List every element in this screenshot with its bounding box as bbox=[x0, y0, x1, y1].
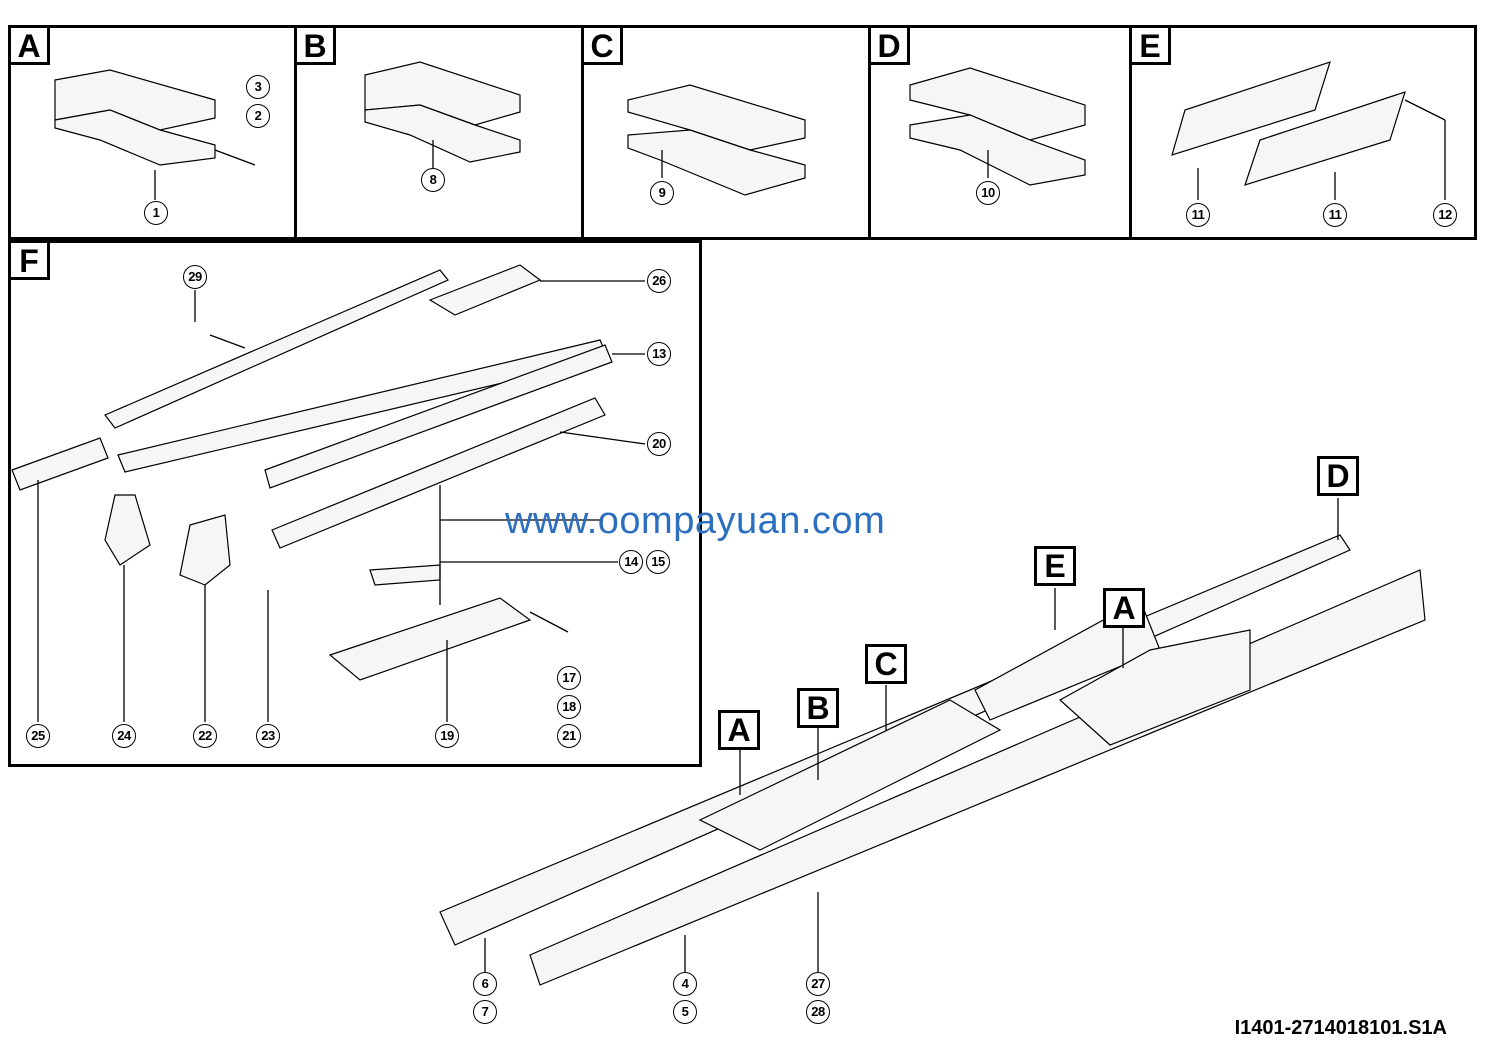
panel-e: E bbox=[1129, 25, 1477, 240]
callout-13[interactable]: 13 bbox=[647, 342, 671, 366]
chassis-tag-c[interactable]: C bbox=[865, 644, 907, 684]
panel-e-label: E bbox=[1129, 25, 1171, 65]
callout-15[interactable]: 15 bbox=[646, 550, 670, 574]
chassis-tag-a1[interactable]: A bbox=[718, 710, 760, 750]
callout-1[interactable]: 1 bbox=[144, 201, 168, 225]
chassis-tag-d[interactable]: D bbox=[1317, 456, 1359, 496]
panel-b-label: B bbox=[294, 25, 336, 65]
callout-20[interactable]: 20 bbox=[647, 432, 671, 456]
callout-17[interactable]: 17 bbox=[557, 666, 581, 690]
drawing-reference: I1401-2714018101.S1A bbox=[1234, 1017, 1447, 1039]
callout-3[interactable]: 3 bbox=[246, 75, 270, 99]
panel-f-label: F bbox=[8, 240, 50, 280]
callout-12[interactable]: 12 bbox=[1433, 203, 1457, 227]
callout-11b[interactable]: 11 bbox=[1323, 203, 1347, 227]
panel-b: B bbox=[294, 25, 584, 240]
callout-9[interactable]: 9 bbox=[650, 181, 674, 205]
callout-11a[interactable]: 11 bbox=[1186, 203, 1210, 227]
watermark: www.oompayuan.com bbox=[505, 500, 886, 542]
callout-23[interactable]: 23 bbox=[256, 724, 280, 748]
panel-d: D bbox=[868, 25, 1132, 240]
callout-7[interactable]: 7 bbox=[473, 1000, 497, 1024]
panel-d-label: D bbox=[868, 25, 910, 65]
callout-8[interactable]: 8 bbox=[421, 168, 445, 192]
callout-29[interactable]: 29 bbox=[183, 265, 207, 289]
chassis-tag-a2[interactable]: A bbox=[1103, 588, 1145, 628]
chassis-tag-e[interactable]: E bbox=[1034, 546, 1076, 586]
callout-4[interactable]: 4 bbox=[673, 972, 697, 996]
callout-26[interactable]: 26 bbox=[647, 269, 671, 293]
callout-10[interactable]: 10 bbox=[976, 181, 1000, 205]
callout-21[interactable]: 21 bbox=[557, 724, 581, 748]
callout-25[interactable]: 25 bbox=[26, 724, 50, 748]
callout-5[interactable]: 5 bbox=[673, 1000, 697, 1024]
callout-14[interactable]: 14 bbox=[619, 550, 643, 574]
panel-a-label: A bbox=[8, 25, 50, 65]
chassis-tag-b[interactable]: B bbox=[797, 688, 839, 728]
callout-27[interactable]: 27 bbox=[806, 972, 830, 996]
callout-6[interactable]: 6 bbox=[473, 972, 497, 996]
callout-2[interactable]: 2 bbox=[246, 104, 270, 128]
panel-c-label: C bbox=[581, 25, 623, 65]
callout-22[interactable]: 22 bbox=[193, 724, 217, 748]
callout-28[interactable]: 28 bbox=[806, 1000, 830, 1024]
panel-c: C bbox=[581, 25, 871, 240]
callout-19[interactable]: 19 bbox=[435, 724, 459, 748]
callout-24[interactable]: 24 bbox=[112, 724, 136, 748]
callout-18[interactable]: 18 bbox=[557, 695, 581, 719]
